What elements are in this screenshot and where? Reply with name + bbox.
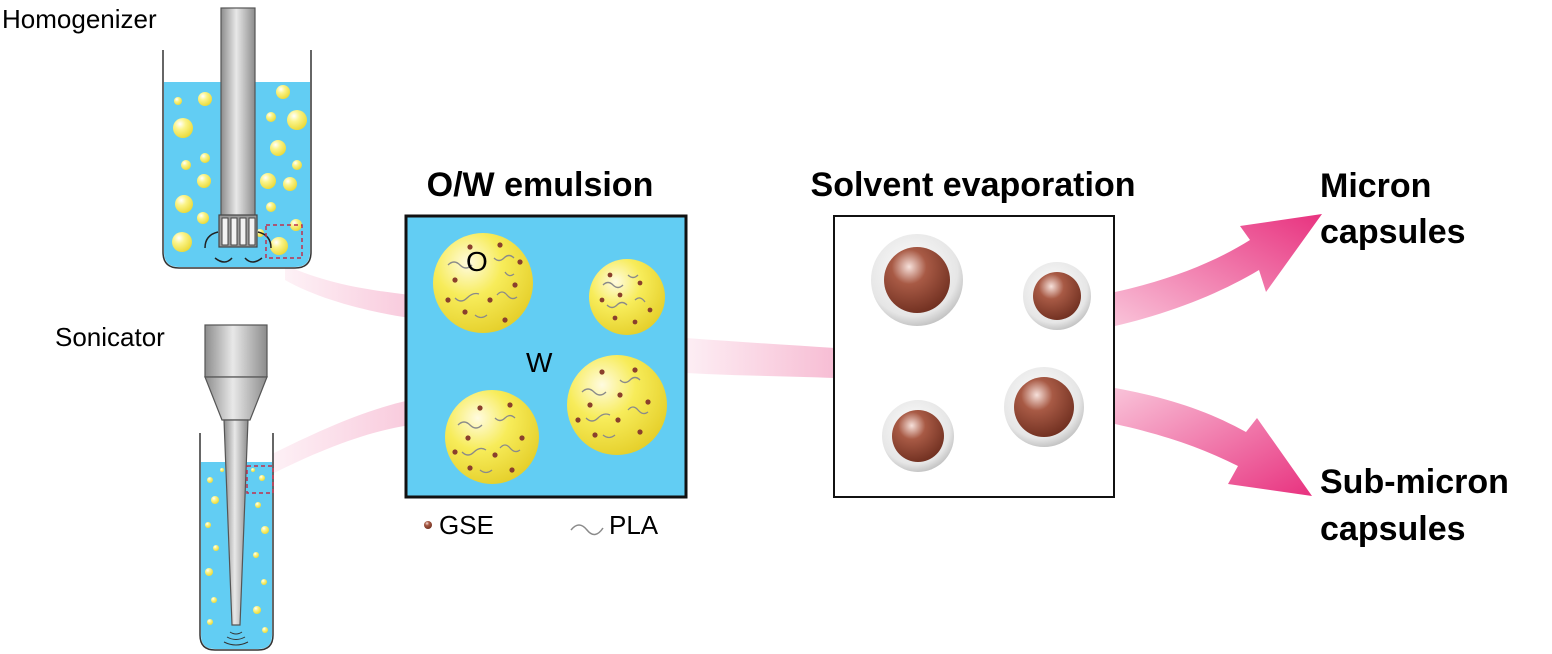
submicron-label-line2: capsules: [1320, 510, 1466, 548]
capsule-large-2: [1004, 367, 1084, 447]
homogenizer-bubbles: [172, 85, 307, 255]
capsule-small-1: [1023, 262, 1091, 330]
capsule-large-1: [871, 234, 963, 326]
micron-arrow: [1115, 214, 1322, 326]
water-phase-label: W: [526, 347, 553, 378]
sonicator-zoom-box: [246, 465, 274, 494]
droplet-2: [589, 259, 665, 335]
emulsion-panel: O/W emulsion O W: [404, 166, 688, 499]
pla-legend-icon: [570, 524, 604, 536]
flow-bands: [270, 265, 835, 475]
evaporation-panel: Solvent evaporation: [811, 166, 1136, 498]
capsule-small-2: [882, 400, 954, 472]
submicron-label-line1: Sub-micron: [1320, 463, 1509, 501]
gse-legend-icon: [424, 521, 432, 529]
output-labels: Micron capsules Sub-micron capsules: [1320, 167, 1509, 548]
emulsion-title: O/W emulsion: [427, 166, 654, 204]
evaporation-title: Solvent evaporation: [811, 166, 1136, 204]
droplet-3: [445, 390, 539, 484]
homogenizer-label: Homogenizer: [2, 4, 157, 34]
legend-pla-label: PLA: [609, 510, 659, 540]
sonicator-bubbles: [205, 468, 269, 633]
sonicator-label: Sonicator: [55, 322, 165, 352]
droplet-4: [567, 355, 667, 455]
micron-label-line1: Micron: [1320, 167, 1431, 205]
sonicator-waves: [223, 631, 249, 646]
sonicator-body: [204, 324, 268, 378]
homogenizer-device: Homogenizer: [2, 4, 312, 269]
homogenizer-zoom-box: [265, 224, 303, 259]
oil-droplet: [433, 233, 533, 333]
oil-phase-label: O: [466, 246, 488, 277]
sonicator-horn: [204, 376, 268, 421]
output-arrows: [1115, 214, 1322, 496]
homogenizer-flow-arrows: [204, 231, 272, 263]
legend-gse-label: GSE: [439, 510, 494, 540]
sonicator-tip: [223, 419, 249, 626]
legend: GSE PLA: [424, 510, 659, 540]
homogenizer-shaft: [220, 7, 256, 219]
micron-label-line2: capsules: [1320, 213, 1466, 251]
submicron-arrow: [1115, 388, 1312, 496]
sonicator-device: Sonicator: [55, 322, 274, 651]
